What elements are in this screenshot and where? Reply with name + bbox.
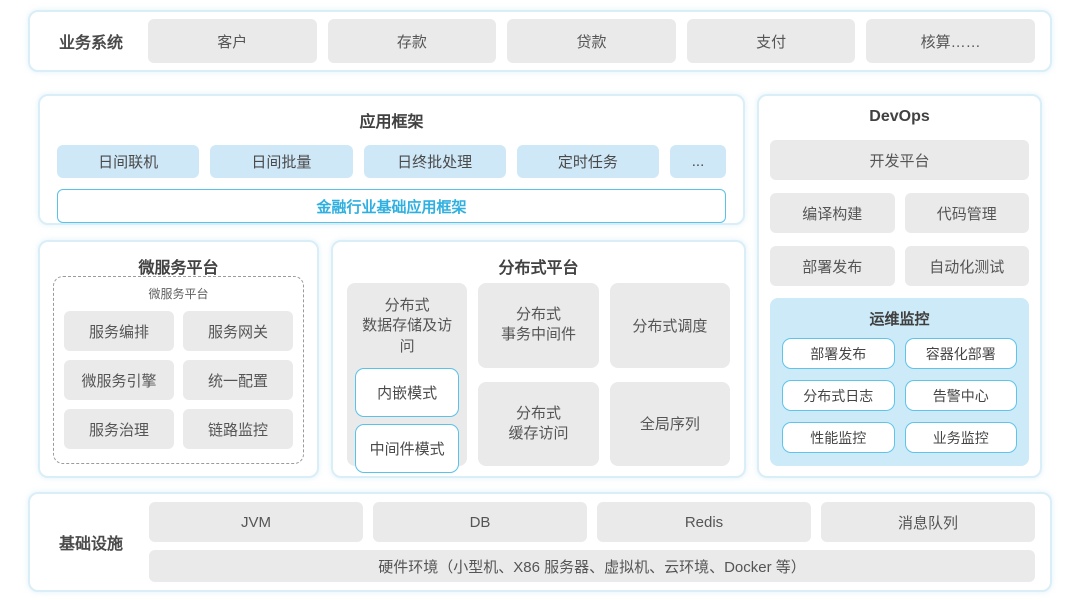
microservice-platform-title: 微服务平台 [138, 260, 219, 277]
devops-title: DevOps [869, 108, 930, 125]
node-accounting: 核算…… [866, 19, 1035, 63]
node-ops-deploy-release: 部署发布 [782, 338, 895, 369]
node-deposit: 存款 [327, 19, 497, 63]
section-distributed-platform: 分布式平台 分布式 数据存储及访问 内嵌模式 中间件模式 分布式 事务中间件 分… [331, 240, 746, 478]
node-scheduled-task: 定时任务 [516, 145, 659, 178]
app-framework-title: 应用框架 [359, 114, 424, 131]
node-unified-config: 统一配置 [183, 360, 293, 400]
node-dev-platform: 开发平台 [770, 140, 1029, 180]
node-db: DB [373, 502, 587, 542]
section-devops: DevOps 开发平台 编译构建 代码管理 部署发布 自动化测试 运维监控 部署… [757, 94, 1042, 478]
node-automated-testing: 自动化测试 [904, 246, 1029, 286]
node-compile-build: 编译构建 [770, 193, 895, 233]
microservice-grid: 服务编排 服务网关 微服务引擎 统一配置 服务治理 链路监控 [64, 311, 293, 449]
distributed-platform-title: 分布式平台 [498, 260, 579, 277]
app-framework-row: 日间联机 日间批量 日终批处理 定时任务 ... [57, 145, 726, 178]
node-container-deployment: 容器化部署 [904, 338, 1017, 369]
node-distributed-logging: 分布式日志 [782, 380, 895, 411]
node-daytime-online: 日间联机 [57, 145, 200, 178]
node-finance-base-framework: 金融行业基础应用框架 [57, 189, 726, 223]
infrastructure-content: JVM DB Redis 消息队列 硬件环境（小型机、X86 服务器、虚拟机、云… [149, 502, 1035, 582]
node-payment: 支付 [686, 19, 856, 63]
node-service-gateway: 服务网关 [183, 311, 293, 351]
distributed-col-storage: 分布式 数据存储及访问 内嵌模式 中间件模式 [347, 283, 468, 473]
node-alert-center: 告警中心 [904, 380, 1017, 411]
node-service-orchestration: 服务编排 [64, 311, 174, 351]
node-global-sequence: 全局序列 [609, 381, 730, 466]
node-distributed-storage: 分布式 数据存储及访问 内嵌模式 中间件模式 [347, 283, 468, 473]
business-system-label: 业务系统 [58, 35, 123, 52]
microservice-inner-title: 微服务平台 [148, 287, 209, 301]
section-app-framework: 应用框架 日间联机 日间批量 日终批处理 定时任务 ... 金融行业基础应用框架 [38, 94, 745, 225]
devops-row-2: 部署发布 自动化测试 [770, 246, 1029, 286]
node-embedded-mode: 内嵌模式 [355, 367, 460, 417]
node-middleware-mode: 中间件模式 [355, 423, 460, 473]
node-microservice-engine: 微服务引擎 [64, 360, 174, 400]
distributed-storage-label: 分布式 数据存储及访问 [362, 297, 453, 355]
node-service-governance: 服务治理 [64, 409, 174, 449]
infrastructure-label: 基础设施 [58, 536, 123, 553]
node-eod-batch: 日终批处理 [363, 145, 506, 178]
microservice-inner-box: 微服务平台 服务编排 服务网关 微服务引擎 统一配置 服务治理 链路监控 [53, 276, 304, 464]
node-daytime-batch: 日间批量 [210, 145, 353, 178]
panel-ops-monitoring: 运维监控 部署发布 容器化部署 分布式日志 告警中心 性能监控 业务监控 [770, 298, 1029, 466]
node-business-monitoring: 业务监控 [904, 422, 1017, 453]
distributed-col-middle: 分布式 事务中间件 分布式 缓存访问 [478, 283, 599, 466]
node-distributed-scheduling: 分布式调度 [609, 283, 730, 368]
node-distributed-cache: 分布式 缓存访问 [478, 381, 599, 466]
node-code-management: 代码管理 [904, 193, 1029, 233]
node-redis: Redis [597, 502, 811, 542]
distributed-col-right: 分布式调度 全局序列 [609, 283, 730, 466]
node-performance-monitoring: 性能监控 [782, 422, 895, 453]
section-business-system: 业务系统 客户 存款 贷款 支付 核算…… [28, 10, 1052, 72]
node-customer: 客户 [148, 19, 317, 63]
node-deploy-publish: 部署发布 [770, 246, 895, 286]
infrastructure-row: JVM DB Redis 消息队列 [149, 502, 1035, 542]
ops-monitoring-grid: 部署发布 容器化部署 分布式日志 告警中心 性能监控 业务监控 [782, 338, 1017, 453]
node-hardware-environment: 硬件环境（小型机、X86 服务器、虚拟机、云环境、Docker 等） [149, 550, 1035, 582]
section-microservice-platform: 微服务平台 微服务平台 服务编排 服务网关 微服务引擎 统一配置 服务治理 链路… [38, 240, 319, 478]
node-trace-monitoring: 链路监控 [183, 409, 293, 449]
distributed-platform-body: 分布式 数据存储及访问 内嵌模式 中间件模式 分布式 事务中间件 分布式 缓存访… [347, 283, 730, 473]
node-message-queue: 消息队列 [821, 502, 1035, 542]
section-infrastructure: 基础设施 JVM DB Redis 消息队列 硬件环境（小型机、X86 服务器、… [28, 492, 1052, 592]
node-loan: 贷款 [507, 19, 676, 63]
node-distributed-transaction: 分布式 事务中间件 [478, 283, 599, 368]
node-jvm: JVM [149, 502, 363, 542]
ops-monitoring-title: 运维监控 [869, 311, 930, 328]
devops-row-1: 编译构建 代码管理 [770, 193, 1029, 233]
node-more-ellipsis: ... [670, 145, 726, 178]
